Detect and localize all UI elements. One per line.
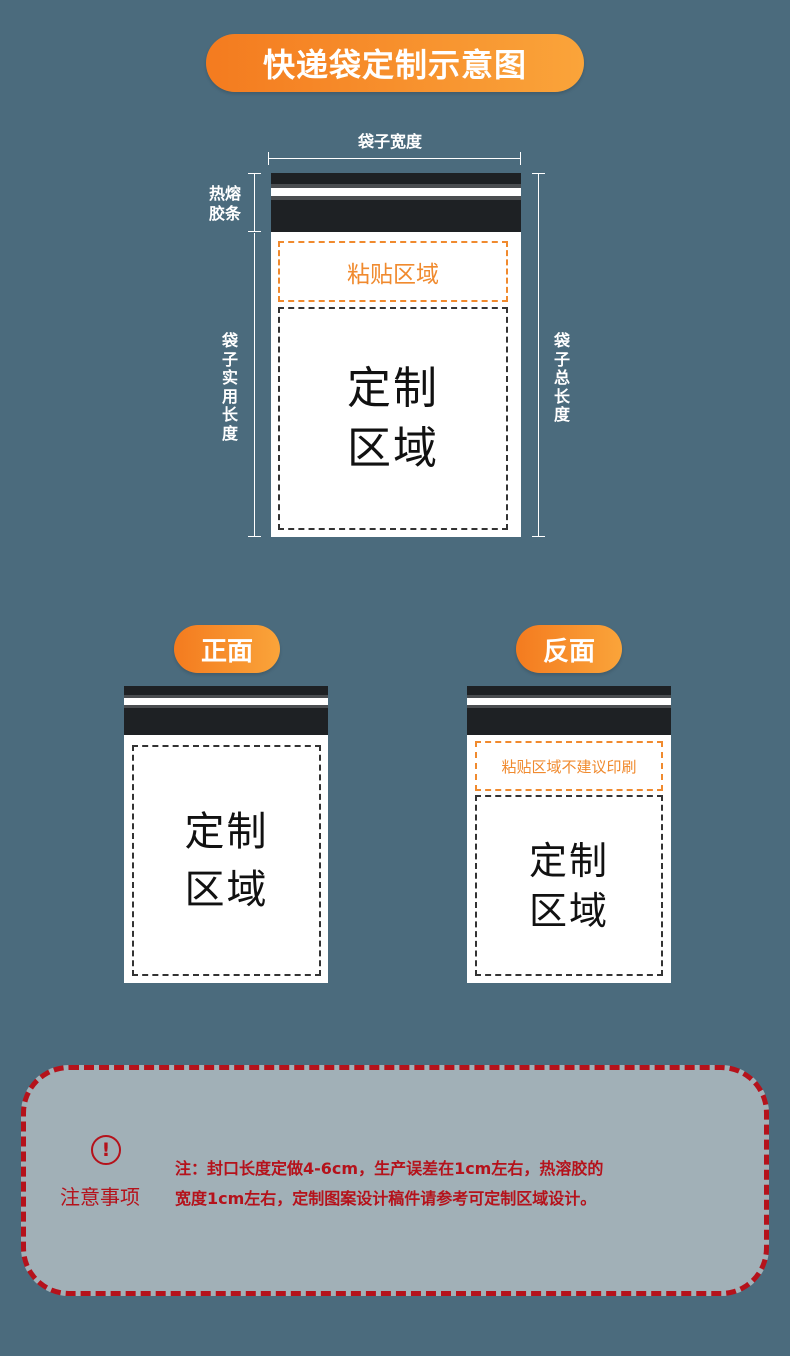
- total-length-line: [538, 173, 539, 537]
- front-seal-strip-white: [124, 698, 328, 705]
- total-length-tick-bottom: [532, 536, 545, 537]
- seal-strip-white: [271, 188, 521, 196]
- usable-length-tick-bottom: [248, 536, 261, 537]
- front-seal-strip-bottom: [124, 708, 328, 735]
- usable-length-label: 袋子实用长度: [221, 331, 238, 443]
- back-bag-diagram: 粘贴区域不建议印刷 定制区域: [467, 686, 671, 983]
- width-dimension-tick-left: [268, 152, 269, 165]
- back-seal-strip-gray: [467, 695, 671, 698]
- main-bag-diagram: 粘贴区域 定制区域: [271, 173, 521, 537]
- adhesive-area-label: 粘贴区域: [347, 261, 439, 288]
- back-seal-strip-bottom: [467, 708, 671, 735]
- total-length-tick-top: [532, 173, 545, 174]
- back-adhesive-area-label: 粘贴区域不建议印刷: [501, 757, 637, 776]
- front-seal-strip-gray-lower: [124, 705, 328, 708]
- front-bag-diagram: 定制区域: [124, 686, 328, 983]
- notice-line-1: 注：封口长度定做4-6cm，生产误差在1cm左右，热溶胶的: [175, 1159, 604, 1178]
- seal-strip-gray: [271, 184, 521, 188]
- seal-strip-label: 热熔胶条: [209, 184, 242, 223]
- seal-dimension-tick-top: [248, 173, 261, 174]
- back-seal-strip-white: [467, 698, 671, 705]
- notice-title: 注意事项: [60, 1185, 140, 1209]
- seal-strip-bottom: [271, 200, 521, 232]
- back-custom-zone: 定制区域: [475, 795, 663, 976]
- width-label: 袋子宽度: [358, 132, 423, 151]
- front-custom-zone: 定制区域: [132, 745, 321, 976]
- adhesive-area: 粘贴区域: [278, 241, 508, 302]
- custom-zone: 定制区域: [278, 307, 508, 530]
- back-custom-zone-label: 定制区域: [528, 838, 609, 933]
- back-adhesive-area: 粘贴区域不建议印刷: [475, 741, 663, 791]
- total-length-label: 袋子总长度: [553, 331, 570, 424]
- width-dimension-line: [268, 158, 521, 159]
- back-seal-strip-top: [467, 686, 671, 695]
- usable-length-line: [254, 233, 255, 536]
- front-seal-strip-gray: [124, 695, 328, 698]
- custom-zone-label: 定制区域: [346, 362, 439, 474]
- seal-dimension-tick-bottom: [248, 231, 261, 232]
- alert-icon: !: [91, 1135, 121, 1165]
- width-dimension-tick-right: [520, 152, 521, 165]
- seal-strip-top: [271, 173, 521, 184]
- page-title: 快递袋定制示意图: [206, 34, 584, 92]
- seal-strip-gray-lower: [271, 196, 521, 200]
- front-title: 正面: [174, 625, 280, 673]
- notice-box: [21, 1065, 769, 1296]
- seal-dimension-line: [254, 174, 255, 231]
- front-seal-strip-top: [124, 686, 328, 695]
- notice-line-2: 宽度1cm左右，定制图案设计稿件请参考可定制区域设计。: [175, 1189, 597, 1208]
- back-seal-strip-gray-lower: [467, 705, 671, 708]
- front-custom-zone-label: 定制区域: [184, 808, 269, 913]
- back-title: 反面: [516, 625, 622, 673]
